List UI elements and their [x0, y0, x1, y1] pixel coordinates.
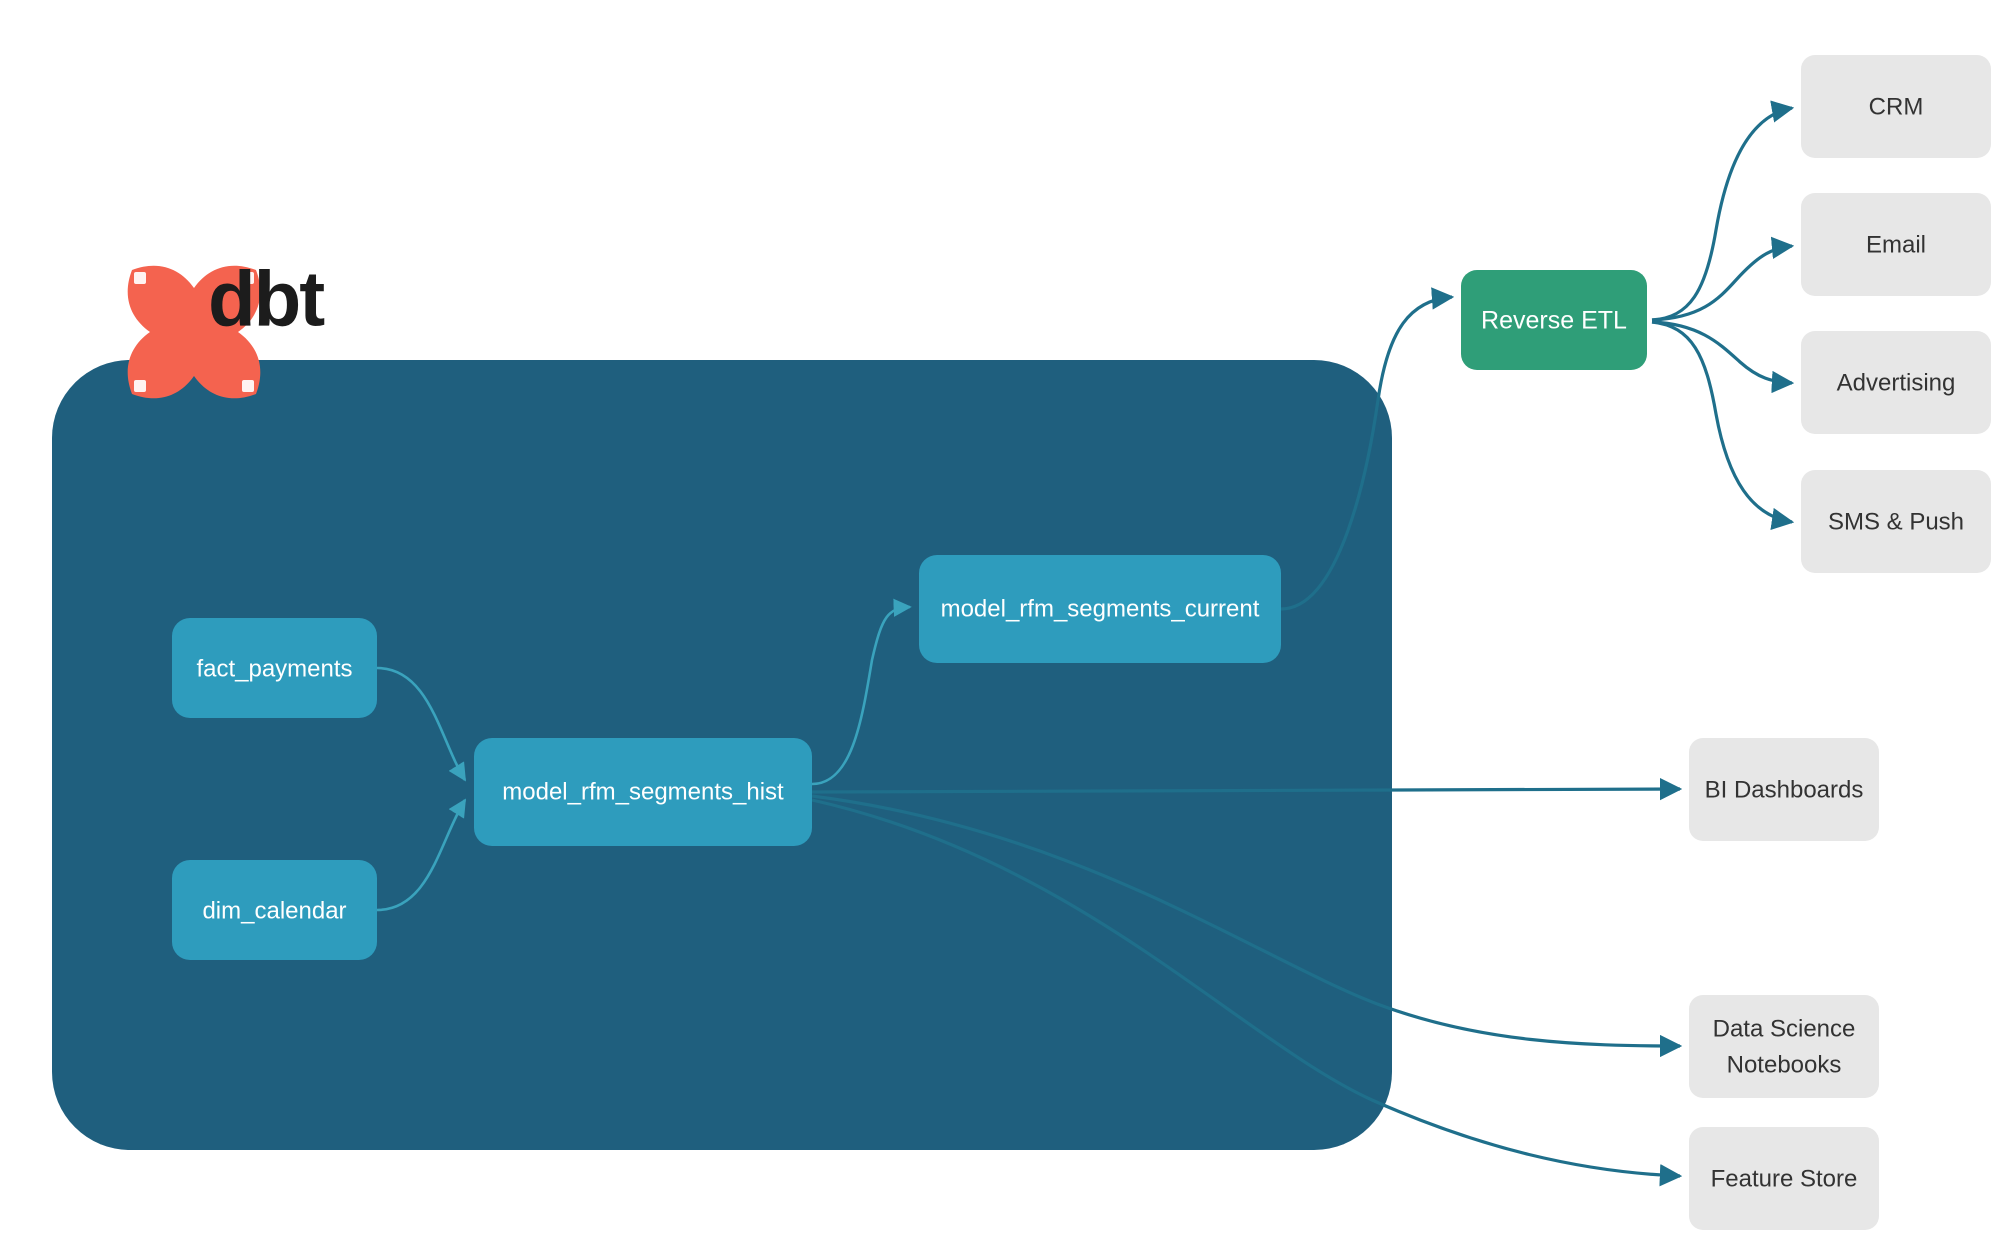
node-label-email: Email [1866, 231, 1926, 258]
node-label-crm: CRM [1869, 93, 1924, 120]
node-fact-payments[interactable]: fact_payments [172, 618, 377, 718]
node-label-sms-push: SMS & Push [1828, 508, 1964, 535]
node-label-model-rfm-segments-hist: model_rfm_segments_hist [502, 778, 784, 805]
edge-reverse-etl-to-crm [1651, 100, 1795, 322]
node-advertising[interactable]: Advertising [1801, 331, 1991, 434]
dbt-logo-icon [127, 265, 261, 399]
edge-hist-to-bi-dashboards [811, 777, 1683, 801]
node-email[interactable]: Email [1801, 193, 1991, 296]
node-sms-push[interactable]: SMS & Push [1801, 470, 1991, 573]
node-bi-dashboards[interactable]: BI Dashboards [1689, 738, 1879, 841]
edge-current-to-reverse-etl [1280, 287, 1455, 611]
edge-fact-payments-to-hist [376, 666, 467, 782]
edge-hist-to-current [811, 598, 912, 786]
node-data-science-notebooks[interactable]: Data Science Notebooks [1689, 995, 1879, 1098]
node-feature-store[interactable]: Feature Store [1689, 1127, 1879, 1230]
edge-reverse-etl-to-advertising [1651, 320, 1795, 394]
node-model-rfm-segments-hist[interactable]: model_rfm_segments_hist [474, 738, 812, 846]
node-label-feature-store: Feature Store [1711, 1165, 1858, 1192]
edge-reverse-etl-to-sms-push [1651, 320, 1795, 531]
node-label-data-science-notebooks-line2: Notebooks [1727, 1051, 1842, 1078]
node-model-rfm-segments-current[interactable]: model_rfm_segments_current [919, 555, 1281, 663]
edge-reverse-etl-to-email [1651, 236, 1795, 322]
node-label-fact-payments: fact_payments [196, 655, 352, 682]
edge-hist-to-feature-store [811, 798, 1683, 1187]
node-crm[interactable]: CRM [1801, 55, 1991, 158]
node-label-data-science-notebooks-line1: Data Science [1713, 1015, 1856, 1042]
node-label-bi-dashboards: BI Dashboards [1705, 776, 1864, 803]
node-label-reverse-etl: Reverse ETL [1481, 307, 1627, 335]
edge-dim-calendar-to-hist [376, 798, 467, 912]
node-dim-calendar[interactable]: dim_calendar [172, 860, 377, 960]
node-label-model-rfm-segments-current: model_rfm_segments_current [941, 595, 1260, 622]
node-label-dim-calendar: dim_calendar [202, 897, 346, 924]
node-reverse-etl[interactable]: Reverse ETL [1461, 270, 1647, 370]
edge-hist-to-data-science-notebooks [811, 794, 1683, 1058]
dbt-wordmark: dbt [208, 255, 325, 343]
node-label-advertising: Advertising [1837, 369, 1956, 396]
